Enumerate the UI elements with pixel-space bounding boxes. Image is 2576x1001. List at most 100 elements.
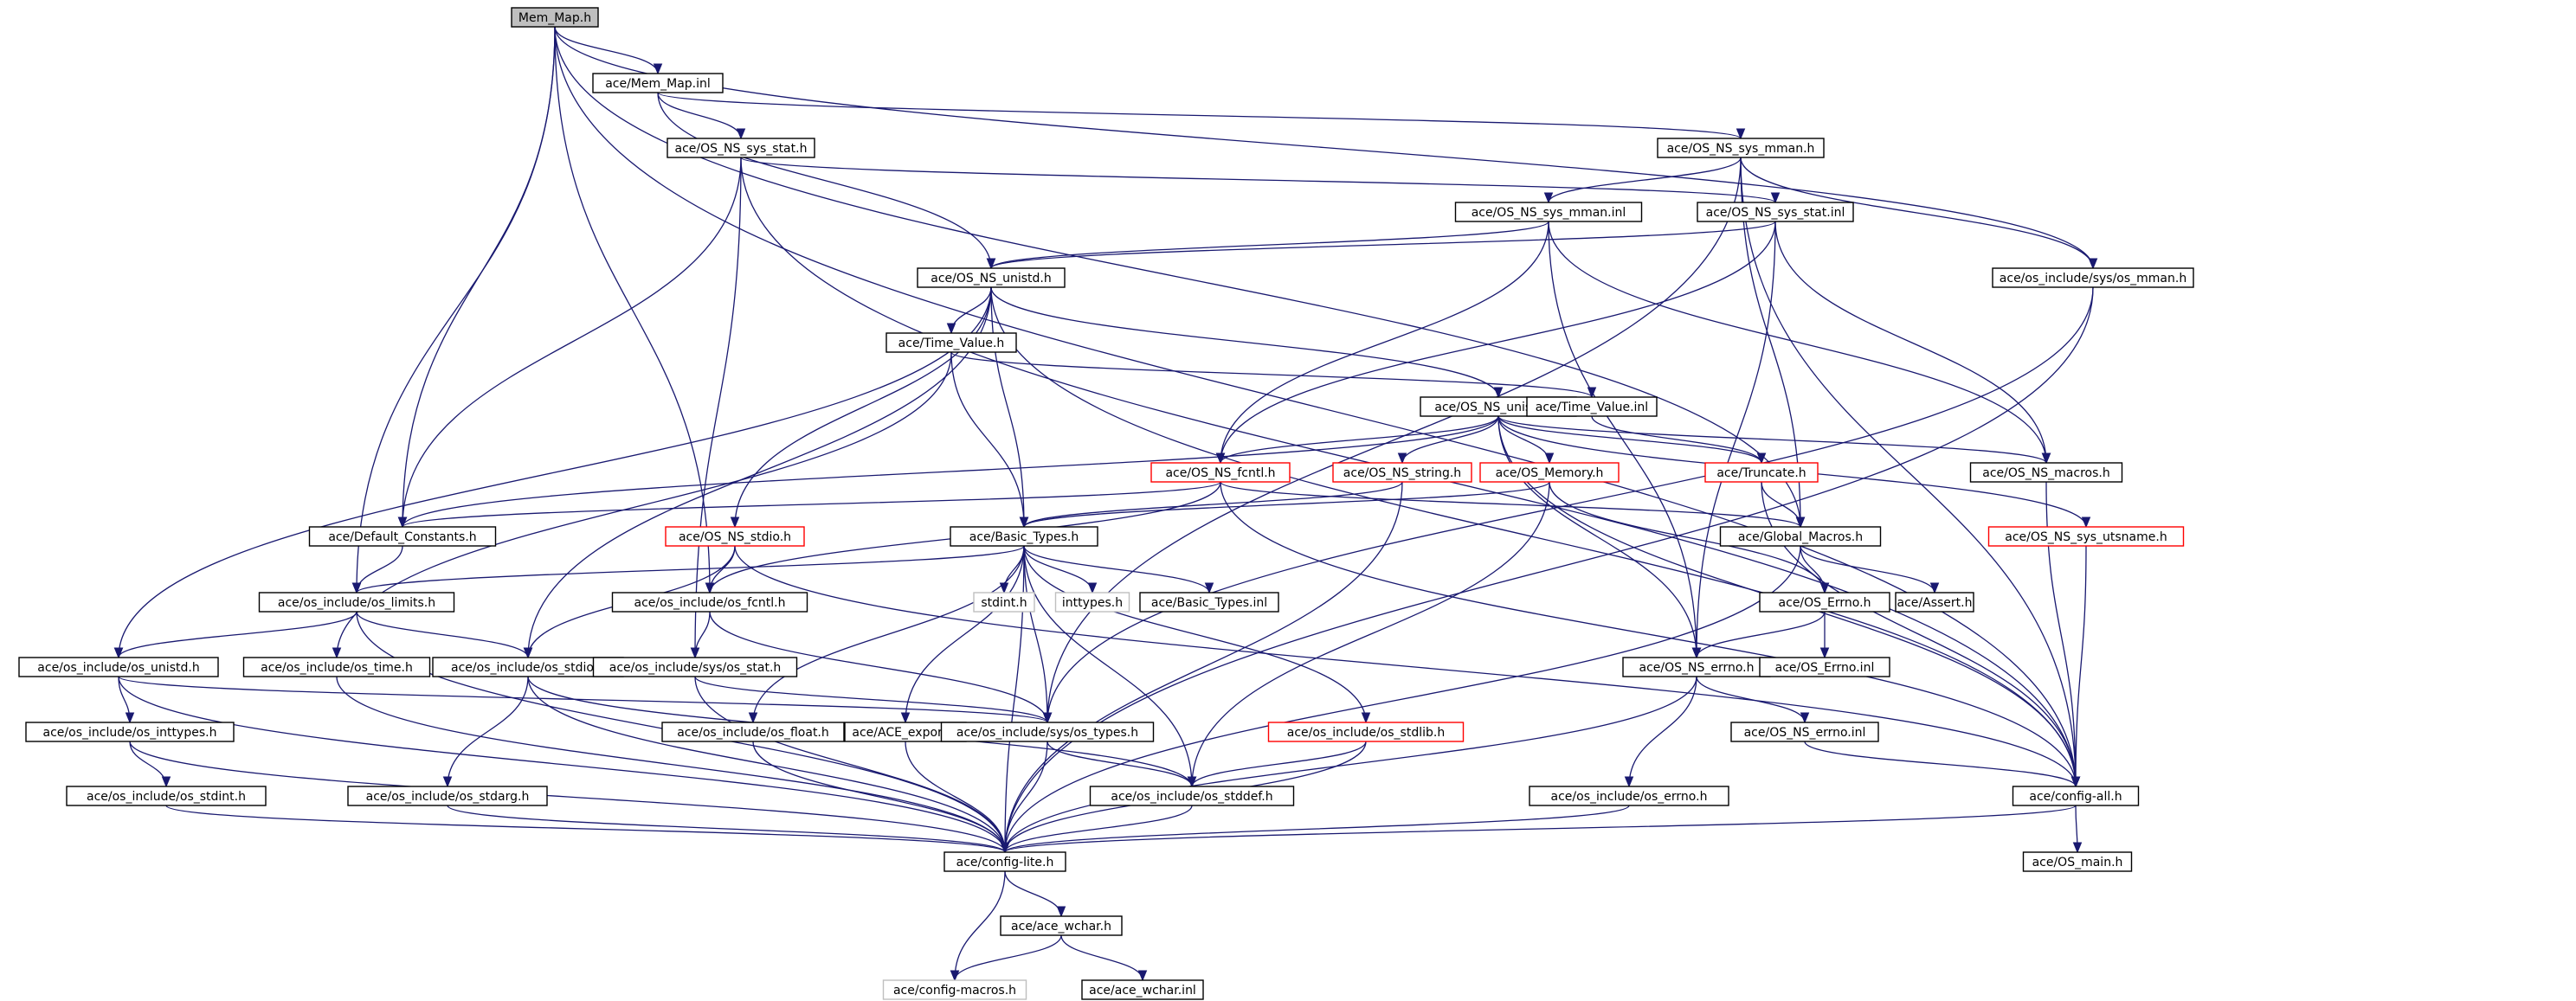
node-os-ns-macros-h[interactable]: ace/OS_NS_macros.h: [1969, 462, 2123, 483]
edge-line: [990, 286, 1499, 398]
node-ace-export-h[interactable]: ace/ACE_export.h: [844, 722, 967, 742]
edge-line: [1004, 805, 1193, 853]
edge-os_stdio_h-to-config_lite_h: [527, 676, 1010, 854]
edge-line: [402, 157, 742, 528]
node-os-ns-string-h[interactable]: ace/OS_NS_string.h: [1332, 462, 1472, 483]
arrowhead: [1493, 387, 1504, 399]
edge-line: [1060, 934, 1143, 981]
node-os-ns-stdio-h[interactable]: ace/OS_NS_stdio.h: [665, 526, 805, 547]
node-config-all-h[interactable]: ace/config-all.h: [2012, 786, 2140, 806]
edge-os_ns_sys_mman_inl-to-os_ns_unistd_h: [986, 221, 1549, 270]
edge-line: [1548, 221, 2047, 464]
node-box: [1730, 722, 1879, 742]
edge-line: [1004, 741, 1048, 853]
edge-line: [1004, 805, 2077, 853]
node-box: [1529, 786, 1729, 806]
edge-line: [1774, 221, 2047, 464]
edge-os_ns_sys_mman_h-to-sys_os_mman_h: [1740, 157, 2098, 270]
node-os-unistd-h[interactable]: ace/os_include/os_unistd.h: [18, 657, 219, 677]
edge-line: [1023, 545, 1367, 723]
edge-os_inttypes_h-to-os_stdint_h: [129, 741, 171, 788]
node-sys-os-stat-h[interactable]: ace/os_include/sys/os_stat.h: [592, 657, 798, 677]
node-os-main-h[interactable]: ace/OS_main.h: [2022, 851, 2133, 872]
nodes-layer: Mem_Map.h ace/Mem_Map.inl ace/OS_NS_sys_st…: [18, 7, 2194, 1000]
node-os-stddef-h[interactable]: ace/os_include/os_stddef.h: [1089, 786, 1295, 806]
node-os-inttypes-h[interactable]: ace/os_include/os_inttypes.h: [25, 722, 235, 742]
node-assert-h[interactable]: ace/Assert.h: [1895, 592, 1974, 613]
node-os-limits-h[interactable]: ace/os_include/os_limits.h: [258, 592, 455, 613]
node-stdint-h[interactable]: stdint.h: [973, 592, 1035, 613]
edge-line: [129, 741, 1006, 853]
node-sys-os-mman-h[interactable]: ace/os_include/sys/os_mman.h: [1992, 267, 2194, 288]
arrowhead: [1137, 970, 1148, 982]
node-truncate-h[interactable]: ace/Truncate.h: [1704, 462, 1819, 483]
edge-line: [1046, 286, 2094, 723]
node-config-macros-h[interactable]: ace/config-macros.h: [882, 979, 1027, 1000]
arrowhead: [1819, 647, 1830, 659]
node-os-ns-sys-stat-h[interactable]: ace/OS_NS_sys_stat.h: [667, 138, 815, 158]
node-mem-map-h[interactable]: Mem_Map.h: [511, 7, 599, 28]
node-os-fcntl-h[interactable]: ace/os_include/os_fcntl.h: [611, 592, 808, 613]
node-os-ns-sys-utsname-h[interactable]: ace/OS_NS_sys_utsname.h: [1987, 526, 2185, 547]
node-box: [973, 592, 1035, 613]
node-os-stdint-h[interactable]: ace/os_include/os_stdint.h: [66, 786, 267, 806]
edge-mem_map_inl-to-os_ns_sys_mman_h: [657, 92, 1746, 140]
arrowhead: [523, 647, 533, 659]
arrowhead: [950, 970, 960, 982]
edge-os_unistd_h-to-os_inttypes_h: [118, 676, 135, 724]
edge-line: [1004, 676, 1697, 853]
edge-os_ns_unistd_h-to-os_ns_stdio_h: [730, 286, 992, 529]
node-box: [1969, 462, 2123, 483]
node-box: [1000, 915, 1123, 936]
node-ace-wchar-inl[interactable]: ace/ace_wchar.inl: [1081, 979, 1204, 1000]
node-box: [611, 592, 808, 613]
node-os-ns-sys-mman-inl[interactable]: ace/OS_NS_sys_mman.inl: [1454, 202, 1643, 222]
node-os-ns-errno-h[interactable]: ace/OS_NS_errno.h: [1622, 657, 1771, 677]
node-time-value-inl[interactable]: ace/Time_Value.inl: [1526, 396, 1658, 417]
edge-line: [905, 545, 1025, 723]
node-config-lite-h[interactable]: ace/config-lite.h: [943, 851, 1066, 872]
node-basic-types-h[interactable]: ace/Basic_Types.h: [950, 526, 1098, 547]
node-global-macros-h[interactable]: ace/Global_Macros.h: [1719, 526, 1882, 547]
edge-basic_types_h-to-sys_os_types_h: [1023, 545, 1053, 724]
node-box: [1987, 526, 2185, 547]
node-os-memory-h[interactable]: ace/OS_Memory.h: [1479, 462, 1620, 483]
node-box: [308, 526, 497, 547]
edge-line: [1023, 545, 1048, 723]
node-basic-types-inl[interactable]: ace/Basic_Types.inl: [1139, 592, 1279, 613]
node-os-include-errno-h[interactable]: ace/os_include/os_errno.h: [1529, 786, 1729, 806]
edge-os_unistd_h-to-config_lite_h: [118, 676, 1010, 854]
node-inttypes-h[interactable]: inttypes.h: [1054, 592, 1130, 613]
node-mem-map-inl[interactable]: ace/Mem_Map.inl: [592, 73, 724, 93]
node-os-stdlib-h[interactable]: ace/os_include/os_stdlib.h: [1267, 722, 1465, 742]
node-label: ace/Basic_Types.inl: [1151, 596, 1267, 610]
node-ace-wchar-h[interactable]: ace/ace_wchar.h: [1000, 915, 1123, 936]
node-os-ns-errno-inl[interactable]: ace/OS_NS_errno.inl: [1730, 722, 1879, 742]
node-os-ns-unistd-h[interactable]: ace/OS_NS_unistd.h: [917, 267, 1066, 288]
node-time-value-h[interactable]: ace/Time_Value.h: [886, 332, 1017, 353]
node-label: ace/Basic_Types.h: [969, 530, 1079, 544]
node-os-ns-sys-stat-inl[interactable]: ace/OS_NS_sys_stat.inl: [1697, 202, 1854, 222]
node-label: ace/OS_Errno.inl: [1775, 661, 1875, 675]
edge-line: [336, 676, 1006, 853]
edge-os_ns_unistd_inl-to-os_ns_macros_h: [1497, 415, 2051, 465]
edge-line: [118, 676, 1048, 723]
node-label: ace/Truncate.h: [1716, 466, 1806, 480]
node-sys-os-types-h[interactable]: ace/os_include/sys/os_types.h: [940, 722, 1155, 742]
edge-line: [1023, 545, 1193, 787]
node-os-stdarg-h[interactable]: ace/os_include/os_stdarg.h: [347, 786, 548, 806]
node-os-time-h[interactable]: ace/os_include/os_time.h: [242, 657, 431, 677]
edge-os_limits_h-to-os_stdio_h: [356, 611, 533, 659]
edge-line: [905, 741, 1006, 853]
edge-line: [990, 221, 1776, 269]
edge-config_all_h-to-config_lite_h: [1000, 805, 2077, 854]
node-os-errno-h[interactable]: ace/OS_Errno.h: [1759, 592, 1890, 613]
edge-line: [554, 26, 659, 74]
node-os-ns-sys-mman-h[interactable]: ace/OS_NS_sys_mman.h: [1657, 138, 1825, 158]
edge-os_stdint_h-to-config_lite_h: [165, 805, 1010, 854]
node-os-float-h[interactable]: ace/os_include/os_float.h: [661, 722, 845, 742]
node-default-constants-h[interactable]: ace/Default_Constants.h: [308, 526, 497, 547]
node-os-errno-inl[interactable]: ace/OS_Errno.inl: [1759, 657, 1890, 677]
edge-line: [118, 286, 992, 658]
node-os-ns-fcntl-h[interactable]: ace/OS_NS_fcntl.h: [1150, 462, 1291, 483]
